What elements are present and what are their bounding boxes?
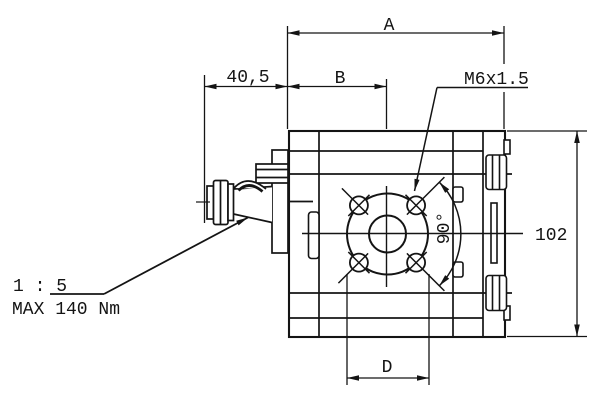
thread-label: M6x1.5 xyxy=(464,70,529,90)
arrowhead xyxy=(204,83,217,90)
bolt-hole-bottom-left xyxy=(337,251,371,284)
arrowhead xyxy=(417,375,429,381)
dim-d-label: D xyxy=(382,358,393,378)
tapered-shaft-fill xyxy=(233,186,272,223)
left-port-tab xyxy=(307,211,320,260)
arrowhead xyxy=(275,83,288,90)
hex-bolt-head xyxy=(485,274,508,312)
arrowhead xyxy=(574,324,580,337)
bolt-hole-x xyxy=(409,256,423,270)
bolt-hole-x xyxy=(352,256,366,270)
arrowhead xyxy=(287,83,300,90)
dim-a-label: A xyxy=(384,16,395,36)
max-torque-label: MAX 140 Nm xyxy=(12,300,120,320)
arc-arrowhead-top xyxy=(439,182,450,193)
rear-details xyxy=(452,139,511,321)
dimension-a: A xyxy=(286,16,505,129)
centerlines xyxy=(302,186,523,287)
woodruff-key-seat xyxy=(237,184,264,193)
rear-bolt-top xyxy=(485,154,508,191)
hex-bolt-head xyxy=(485,154,508,191)
dimension-d: D xyxy=(346,274,430,385)
bolt-hole-x xyxy=(409,198,423,212)
leader-arrowhead xyxy=(414,178,420,191)
leader-line xyxy=(103,216,249,295)
dimension-40-5: 40,5 xyxy=(203,68,288,223)
side-tab-top xyxy=(452,186,464,203)
dimension-102: 102 xyxy=(507,130,587,338)
arc-arrowhead-bottom xyxy=(439,275,450,286)
taper-note: 1 : 5 MAX 140 Nm xyxy=(12,216,249,320)
angle-label: 90° xyxy=(435,212,455,244)
dim-40-5-label: 40,5 xyxy=(226,68,269,88)
pump-body xyxy=(287,129,512,339)
dim-b-label: B xyxy=(335,69,346,89)
rear-corner-step-top xyxy=(503,139,511,155)
bolt-hole-bottom-right xyxy=(404,251,445,292)
bolt-hole-x xyxy=(352,198,366,212)
arrowhead xyxy=(287,30,300,36)
angle-arc xyxy=(438,181,462,287)
leader-line xyxy=(413,87,438,192)
leader-arrowhead xyxy=(236,217,248,226)
arrowhead xyxy=(347,375,359,381)
side-tab-bottom xyxy=(452,261,464,278)
thread-callout: M6x1.5 xyxy=(413,70,529,192)
arrowhead xyxy=(492,30,504,36)
arrowhead xyxy=(574,131,580,143)
washer xyxy=(227,183,235,222)
taper-bottom-edge xyxy=(233,213,273,224)
angle-dimension-90: 90° xyxy=(435,181,462,287)
dimension-b: B xyxy=(287,69,388,129)
bolt-hole-top-right xyxy=(404,176,445,217)
taper-ratio-label: 1 : 5 xyxy=(13,277,67,297)
shaft-assembly xyxy=(196,179,273,226)
arrowhead xyxy=(374,83,387,90)
rear-bolt-bottom xyxy=(485,274,508,312)
dim-102-label: 102 xyxy=(535,226,567,246)
top-boss xyxy=(255,163,289,184)
bolt-hole-top-left xyxy=(341,187,371,217)
